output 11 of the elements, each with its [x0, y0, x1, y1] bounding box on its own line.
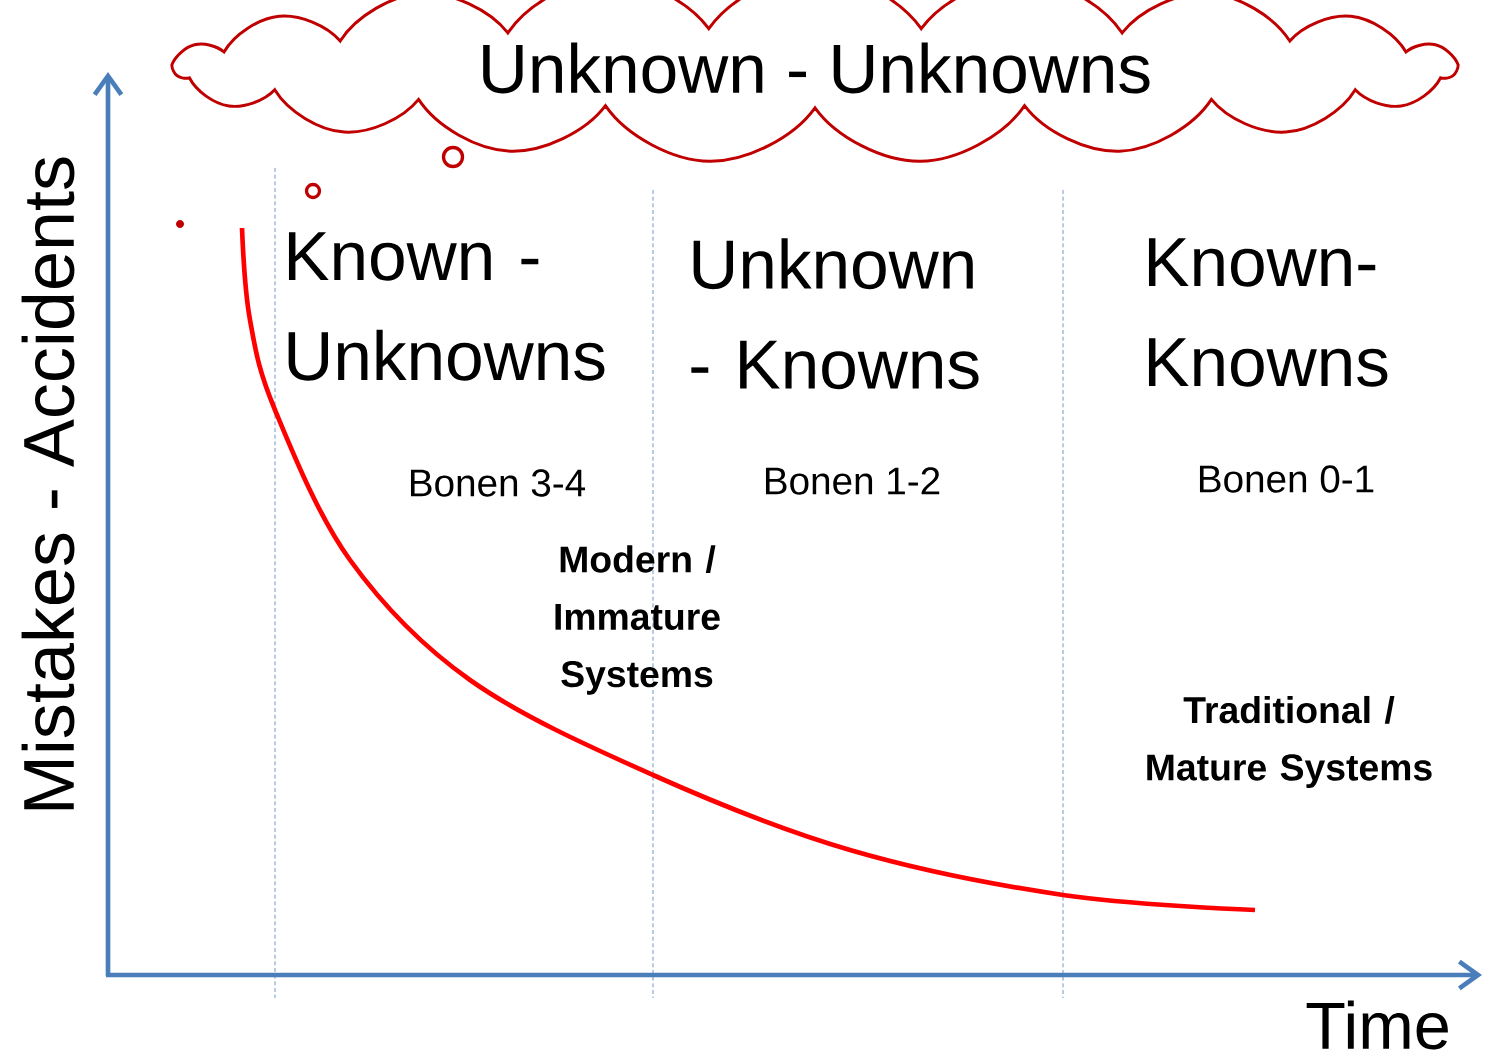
bone-label: Bonen 1-2: [765, 467, 940, 495]
system-label: Traditional / Mature Systems: [1147, 695, 1432, 789]
region-heading: Known - Unknowns: [288, 232, 605, 381]
axis-label: Time: [1306, 1000, 1448, 1050]
system-label: Modern / Immature Systems: [555, 545, 720, 695]
cloud: Unknown - Unknowns: [170, 0, 1460, 163]
axis-label: Mistakes - Accidents: [21, 157, 75, 810]
region-heading: Unknown - Knowns: [691, 238, 979, 390]
bone-label: Bonen 0-1: [1199, 465, 1374, 493]
region-heading: Known- Knowns: [1148, 238, 1388, 387]
bone-label: Bonen 3-4: [410, 469, 586, 497]
